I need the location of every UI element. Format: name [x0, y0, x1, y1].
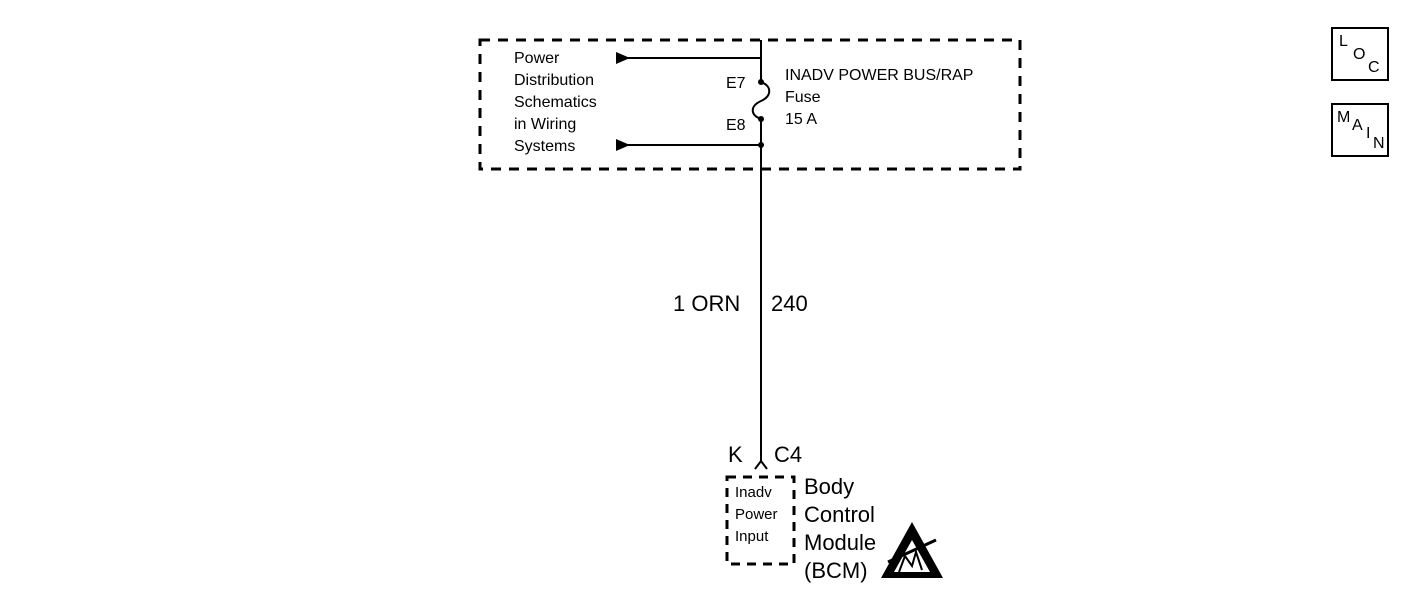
- bcm-input-line3: Input: [735, 528, 769, 545]
- terminal-e8-label: E8: [726, 117, 746, 134]
- power-dist-line3: Schematics: [514, 94, 597, 111]
- wire-circuit-number: 240: [771, 291, 808, 316]
- power-dist-line2: Distribution: [514, 72, 595, 89]
- power-dist-line4: in Wiring: [514, 116, 577, 133]
- bcm-input-line1: Inadv: [735, 484, 772, 501]
- fuse-rating: 15 A: [785, 111, 818, 128]
- bcm-input-line2: Power: [735, 506, 778, 523]
- module-name-line4: (BCM): [804, 558, 868, 583]
- main-letter-m: M: [1337, 109, 1351, 126]
- main-button[interactable]: M A I N: [1331, 103, 1389, 157]
- module-name-line3: Module: [804, 530, 877, 555]
- terminal-e7-label: E7: [726, 75, 746, 92]
- power-dist-line5: Systems: [514, 138, 576, 155]
- connector-id-label: C4: [774, 442, 803, 467]
- main-letter-a: A: [1352, 117, 1363, 134]
- module-name-line2: Control: [804, 502, 875, 527]
- wire-color-code: 1 ORN: [673, 291, 741, 316]
- main-letter-n: N: [1373, 135, 1385, 152]
- loc-button[interactable]: L O C: [1331, 27, 1389, 81]
- connector-symbol: [754, 459, 768, 470]
- esd-warning-icon: [881, 522, 943, 578]
- fuse-block-outline: [478, 38, 1022, 171]
- fuse-name: INADV POWER BUS/RAP: [785, 67, 974, 84]
- arrow-top-icon: [616, 52, 630, 64]
- connector-pin-label: K: [728, 442, 743, 467]
- main-letter-i: I: [1366, 125, 1371, 142]
- fuse-symbol: [751, 81, 771, 120]
- power-dist-line1: Power: [514, 50, 560, 67]
- fuse-type: Fuse: [785, 89, 821, 106]
- loc-letter-o: O: [1353, 46, 1366, 63]
- module-name-line1: Body: [804, 474, 855, 499]
- arrow-bottom-icon: [616, 139, 630, 151]
- loc-letter-c: C: [1368, 59, 1380, 76]
- bcm-input-outline: [725, 475, 796, 566]
- loc-letter-l: L: [1339, 33, 1348, 50]
